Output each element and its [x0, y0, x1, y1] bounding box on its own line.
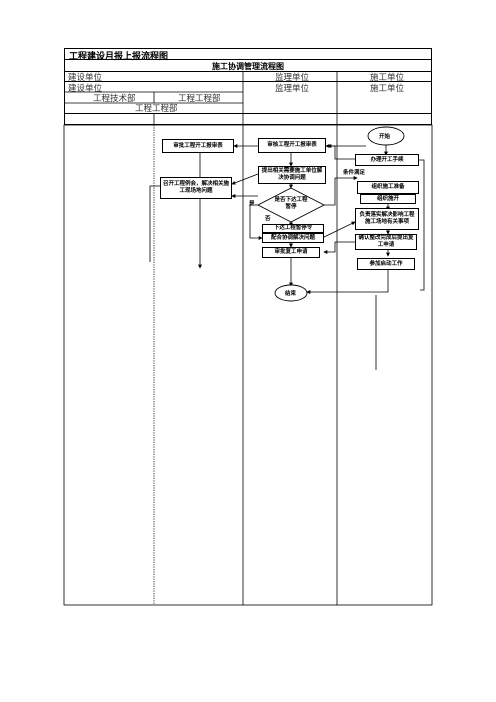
header-row-1: 建设单位 监理单位 施工单位 — [64, 72, 432, 83]
apply-permit-box: 办理开工手续 — [355, 154, 419, 166]
propose-box: 提出相关需要施工单位解决协调问题 — [258, 166, 326, 184]
approve-resume-box: 审批复工申请 — [262, 247, 320, 258]
header-row-3 — [64, 114, 432, 125]
end-node: 结束 — [285, 291, 297, 297]
dept-eng-sub-label: 工程工程部 — [135, 104, 178, 114]
col-supervisor-label-2: 监理单位 — [275, 84, 310, 94]
no-label: 否 — [265, 216, 271, 222]
yes-label: 是 — [249, 201, 255, 207]
start-node: 开始 — [379, 134, 391, 140]
approve-open-box: 审批工程开工报审表 — [162, 139, 234, 153]
dept-eng-label: 工程工程部 — [178, 94, 221, 104]
decision-diamond — [257, 187, 325, 223]
col-contractor-label: 施工单位 — [370, 73, 405, 83]
decision-label: 是否下达工程暂停 — [274, 197, 308, 211]
issue-stop-box: 下达工程暂停令 — [262, 224, 324, 233]
page-title: 工程建设月报上报流程图 — [69, 52, 169, 62]
condition-label: 条件满足 — [343, 170, 366, 176]
col-supervisor-label: 监理单位 — [275, 73, 310, 83]
coordinate-box: 配合协调解决问题 — [262, 233, 324, 243]
dept-tech-label: 工程技术部 — [93, 94, 136, 104]
col-owner-label-2: 建设单位 — [68, 84, 103, 94]
header-row-2: 建设单位 监理单位 施工单位 工程技术部 工程工程部 工程工程部 — [64, 82, 432, 114]
diagram-title: 施工协调管理流程图 — [212, 61, 284, 71]
subtitle-bar: 施工协调管理流程图 — [64, 60, 432, 72]
col-contractor-label-2: 施工单位 — [370, 84, 405, 94]
org-ready-overlap-box: 组织施开 — [360, 194, 416, 204]
responsible-box: 负责落实解决影响工程施工场地有关事项 — [355, 208, 419, 230]
meeting-box: 召开工程例会，解决相关施工现场地问题 — [160, 177, 232, 199]
confirm-box: 确认整改完成后提出复工申请 — [355, 234, 417, 250]
join-start-box: 参加启动工作 — [357, 258, 415, 270]
title-bar: 工程建设月报上报流程图 — [64, 48, 432, 62]
org-ready-box: 组织施工准备 — [357, 181, 419, 194]
col-owner-label: 建设单位 — [68, 73, 103, 83]
review-open-box: 审核工程开工报审表 — [258, 138, 326, 153]
